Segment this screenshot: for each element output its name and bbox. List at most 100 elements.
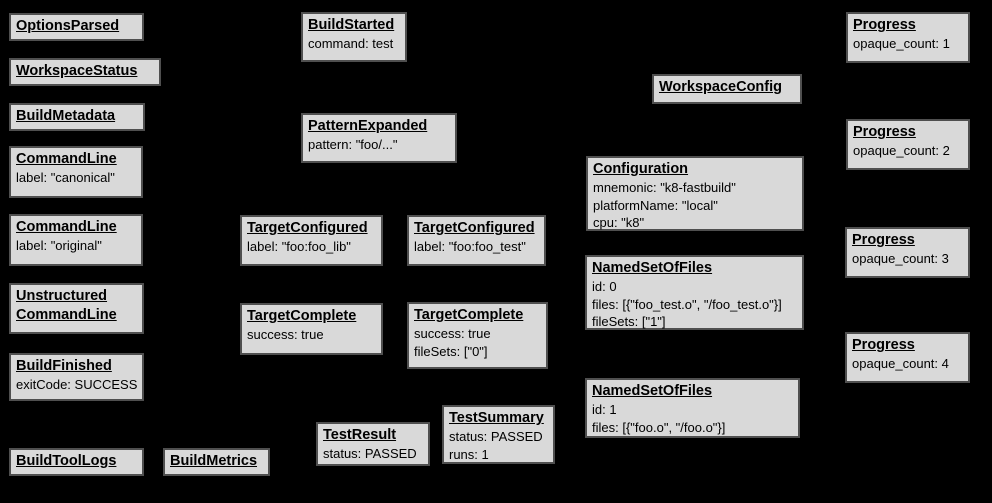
- node-title-line: PatternExpanded: [308, 118, 428, 134]
- node-title-line: BuildMetrics: [170, 453, 258, 469]
- node-field: status: PASSED: [323, 446, 417, 461]
- node-fields: exitCode: SUCCESS: [16, 376, 137, 394]
- node-progress-1: Progress opaque_count: 1: [846, 12, 970, 63]
- node-title-line: NamedSetOfFiles: [592, 260, 713, 276]
- node-field: command: test: [308, 36, 394, 51]
- node-workspace-status: WorkspaceStatus: [9, 58, 161, 86]
- node-title-line: Progress: [852, 337, 915, 353]
- node-field: cpu: "k8": [593, 215, 645, 230]
- node-field: label: "foo:foo_lib": [247, 239, 351, 254]
- node-fields: mnemonic: "k8-fastbuild" platformName: "l…: [593, 179, 797, 232]
- node-title-line: Unstructured: [16, 288, 108, 304]
- node-field: mnemonic: "k8-fastbuild": [593, 180, 736, 195]
- node-target-configured-lib: TargetConfigured label: "foo:foo_lib": [240, 215, 383, 266]
- node-field: fileSets: ["0"]: [414, 343, 488, 359]
- node-title-line: CommandLine: [16, 219, 117, 235]
- node-build-tool-logs: BuildToolLogs: [9, 448, 144, 476]
- node-build-metadata: BuildMetadata: [9, 103, 145, 131]
- node-fields: label: "foo:foo_lib": [247, 238, 376, 256]
- node-field: label: "foo:foo_test": [414, 239, 526, 254]
- node-fields: status: PASSED: [323, 445, 423, 463]
- node-field: success: true: [247, 327, 324, 342]
- node-target-complete-lib: TargetComplete success: true: [240, 303, 383, 355]
- node-title-line: CommandLine: [16, 307, 117, 323]
- node-title: Progress: [852, 336, 963, 355]
- node-title: BuildMetadata: [16, 107, 138, 126]
- node-title: BuildStarted: [308, 16, 400, 35]
- node-fields: success: true fileSets: ["0"]: [414, 325, 541, 360]
- node-field: files: [{"foo_test.o", "/foo_test.o"}]: [592, 296, 782, 312]
- node-fields: opaque_count: 4: [852, 355, 963, 373]
- node-title-line: Progress: [853, 17, 916, 33]
- node-field: platformName: "local": [593, 197, 718, 213]
- node-test-result: TestResult status: PASSED: [316, 422, 430, 466]
- node-title-line: BuildMetadata: [16, 108, 116, 124]
- node-build-metrics: BuildMetrics: [163, 448, 270, 476]
- node-title: OptionsParsed: [16, 17, 137, 36]
- node-title: WorkspaceConfig: [659, 78, 795, 97]
- node-build-started: BuildStarted command: test: [301, 12, 407, 62]
- node-named-set-of-files-0: NamedSetOfFiles id: 0 files: [{"foo_test.…: [585, 255, 804, 330]
- node-title-line: Progress: [852, 232, 915, 248]
- node-field: opaque_count: 2: [853, 143, 950, 158]
- node-title-line: TestSummary: [449, 410, 544, 426]
- node-title: TestResult: [323, 426, 423, 445]
- node-test-summary: TestSummary status: PASSED runs: 1: [442, 405, 555, 464]
- node-title: TestSummary: [449, 409, 548, 428]
- node-fields: label: "foo:foo_test": [414, 238, 539, 256]
- node-build-finished: BuildFinished exitCode: SUCCESS: [9, 353, 144, 401]
- node-title-line: TargetConfigured: [414, 220, 535, 236]
- node-field: success: true: [414, 326, 491, 341]
- node-title: BuildFinished: [16, 357, 137, 376]
- node-progress-2: Progress opaque_count: 2: [846, 119, 970, 170]
- node-target-configured-test: TargetConfigured label: "foo:foo_test": [407, 215, 546, 266]
- node-title-line: OptionsParsed: [16, 18, 120, 34]
- node-title: Progress: [853, 123, 963, 142]
- node-title-line: BuildFinished: [16, 358, 112, 374]
- node-field: opaque_count: 3: [852, 251, 949, 266]
- node-title: Progress: [852, 231, 963, 250]
- node-title: Configuration: [593, 160, 797, 179]
- node-progress-3: Progress opaque_count: 3: [845, 227, 970, 278]
- node-title: TargetComplete: [247, 307, 376, 326]
- node-title: TargetComplete: [414, 306, 541, 325]
- node-progress-4: Progress opaque_count: 4: [845, 332, 970, 383]
- node-fields: label: "original": [16, 237, 136, 255]
- node-field: pattern: "foo/...": [308, 137, 398, 152]
- node-title-line: NamedSetOfFiles: [592, 383, 713, 399]
- node-command-line-canonical: CommandLine label: "canonical": [9, 146, 143, 198]
- node-title: Progress: [853, 16, 963, 35]
- node-pattern-expanded: PatternExpanded pattern: "foo/...": [301, 113, 457, 163]
- node-title: BuildToolLogs: [16, 452, 137, 471]
- node-field: runs: 1: [449, 446, 489, 462]
- node-field: id: 0: [592, 279, 617, 294]
- node-field: opaque_count: 1: [853, 36, 950, 51]
- node-title: NamedSetOfFiles: [592, 382, 793, 401]
- node-field: status: PASSED: [449, 429, 543, 444]
- node-field: id: 1: [592, 402, 617, 417]
- node-title-line: TargetComplete: [247, 308, 357, 324]
- node-fields: id: 0 files: [{"foo_test.o", "/foo_test.o…: [592, 278, 797, 331]
- node-title-line: WorkspaceConfig: [659, 79, 783, 95]
- node-fields: opaque_count: 1: [853, 35, 963, 53]
- node-fields: command: test: [308, 35, 400, 53]
- node-title-line: CommandLine: [16, 151, 117, 167]
- node-field: fileSets: ["1"]: [592, 314, 666, 329]
- node-title: CommandLine: [16, 218, 136, 237]
- node-fields: label: "canonical": [16, 169, 136, 187]
- node-fields: opaque_count: 3: [852, 250, 963, 268]
- node-title: CommandLine: [16, 150, 136, 169]
- node-title-line: Configuration: [593, 161, 689, 177]
- node-title: WorkspaceStatus: [16, 62, 154, 81]
- node-fields: opaque_count: 2: [853, 142, 963, 160]
- node-field: label: "canonical": [16, 170, 115, 185]
- node-title-line: TargetConfigured: [247, 220, 368, 236]
- node-fields: status: PASSED runs: 1: [449, 428, 548, 463]
- node-field: label: "original": [16, 238, 102, 253]
- node-command-line-original: CommandLine label: "original": [9, 214, 143, 266]
